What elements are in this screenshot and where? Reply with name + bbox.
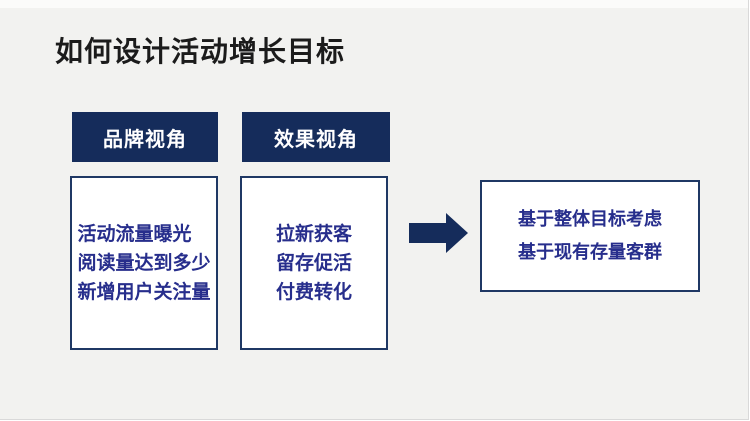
brand-item-list: 活动流量曝光 阅读量达到多少 新增用户关注量 xyxy=(77,220,210,307)
list-item: 新增用户关注量 xyxy=(77,281,211,303)
result-box: 基于整体目标考虑 基于现有存量客群 xyxy=(480,180,700,292)
list-item: 付费转化 xyxy=(275,281,352,303)
slide-title: 如何设计活动增长目标 xyxy=(55,36,346,67)
list-item: 留存促活 xyxy=(275,252,352,274)
header-label-effect: 效果视角 xyxy=(274,128,358,151)
right-arrow-icon xyxy=(409,213,468,253)
content-box-brand: 活动流量曝光 阅读量达到多少 新增用户关注量 xyxy=(70,176,218,350)
list-item: 阅读量达到多少 xyxy=(77,252,211,274)
content-box-effect: 拉新获客 留存促活 付费转化 xyxy=(240,176,388,350)
result-line: 基于整体目标考虑 xyxy=(518,209,662,229)
result-line: 基于现有存量客群 xyxy=(518,242,662,262)
effect-item-list: 拉新获客 留存促活 付费转化 xyxy=(276,220,352,307)
header-label-brand: 品牌视角 xyxy=(103,128,187,151)
slide-top-edge xyxy=(0,0,748,8)
header-box-brand: 品牌视角 xyxy=(72,112,218,162)
list-item: 拉新获客 xyxy=(275,223,352,245)
header-box-effect: 效果视角 xyxy=(242,112,390,162)
list-item: 活动流量曝光 xyxy=(77,223,192,245)
